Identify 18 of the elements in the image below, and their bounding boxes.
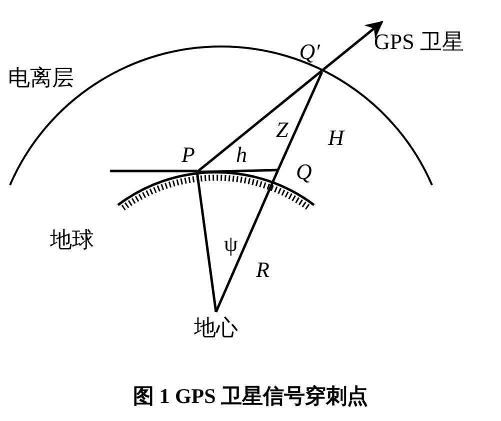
node-label: 地心 <box>194 316 238 340</box>
region-label: 电离层 <box>8 66 74 90</box>
region-label: 地球 <box>50 228 94 252</box>
edge-label: R <box>256 258 270 282</box>
point-label: Q′ <box>299 40 320 64</box>
point-label: Q <box>296 160 312 184</box>
figure-caption: 图 1 GPS 卫星信号穿刺点 <box>132 384 368 408</box>
line <box>276 71 324 171</box>
arrow <box>196 20 384 173</box>
line <box>196 172 218 312</box>
point-label: P <box>182 143 195 167</box>
line <box>196 168 278 174</box>
node-label: GPS 卫星 <box>374 30 464 54</box>
line <box>214 170 280 312</box>
angle-label: Z <box>276 118 288 142</box>
edge-label: h <box>236 143 247 167</box>
angle-label: ψ <box>224 232 238 256</box>
edge-label: H <box>328 126 344 150</box>
